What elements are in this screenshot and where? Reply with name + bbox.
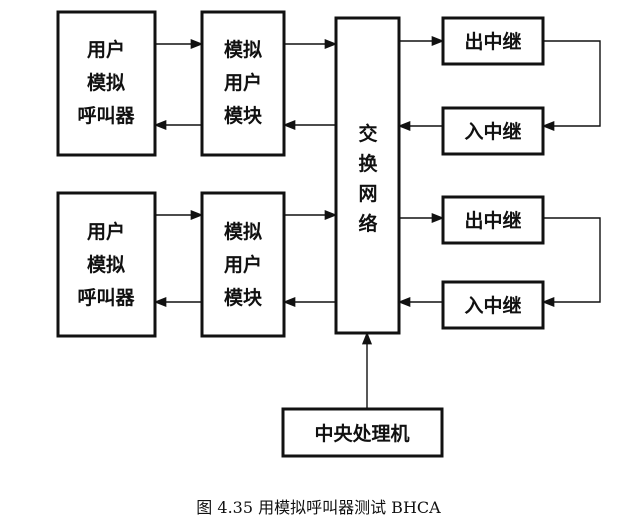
in-trunk-2-label: 入中继 xyxy=(464,294,521,317)
user-call-simulator-2-label-line2: 模拟 xyxy=(87,253,125,276)
cpu-box xyxy=(281,407,444,458)
analog-user-module-2-label-line2: 用户 xyxy=(224,253,262,276)
analog-user-module-1-box xyxy=(200,10,286,157)
out-trunk-2-box xyxy=(441,195,545,245)
figure-caption: 图 4.35 用模拟呼叫器测试 BHCA xyxy=(196,498,441,517)
analog-user-module-1-label-line2: 用户 xyxy=(224,71,262,94)
out-trunk-1-label: 出中继 xyxy=(464,30,521,53)
user-call-simulator-2-box xyxy=(56,191,157,338)
analog-user-module-2-label-line3: 模块 xyxy=(224,286,263,309)
loop-out-trunk-1-to-in-trunk-1 xyxy=(541,40,601,132)
user-call-simulator-1-label-line1: 用户 xyxy=(87,38,125,61)
switching-network-label-char3: 网 xyxy=(358,183,377,205)
switching-network-label-char2: 换 xyxy=(358,152,378,175)
user-call-simulator-1-box xyxy=(56,10,157,157)
user-call-simulator-2-label-line1: 用户 xyxy=(87,220,125,243)
out-trunk-1-box xyxy=(441,16,545,66)
analog-user-module-2-box xyxy=(200,191,286,338)
analog-user-module-2-label-line1: 模拟 xyxy=(224,220,262,243)
switching-network-label-char1: 交 xyxy=(358,122,377,145)
analog-user-module-1-label-line1: 模拟 xyxy=(224,38,262,61)
cpu-label: 中央处理机 xyxy=(314,422,409,445)
switching-network-box xyxy=(334,16,401,335)
loop-out-trunk-2-to-in-trunk-2 xyxy=(541,217,601,308)
switching-network-label-char4: 络 xyxy=(358,212,377,235)
in-trunk-2-box xyxy=(441,280,545,330)
analog-user-module-1-label-line3: 模块 xyxy=(224,104,263,127)
user-call-simulator-1-label-line2: 模拟 xyxy=(87,71,125,94)
in-trunk-1-label: 入中继 xyxy=(464,120,521,143)
out-trunk-2-label: 出中继 xyxy=(464,209,521,232)
user-call-simulator-1-label-line3: 呼叫器 xyxy=(77,105,135,127)
user-call-simulator-2-label-line3: 呼叫器 xyxy=(77,287,135,309)
